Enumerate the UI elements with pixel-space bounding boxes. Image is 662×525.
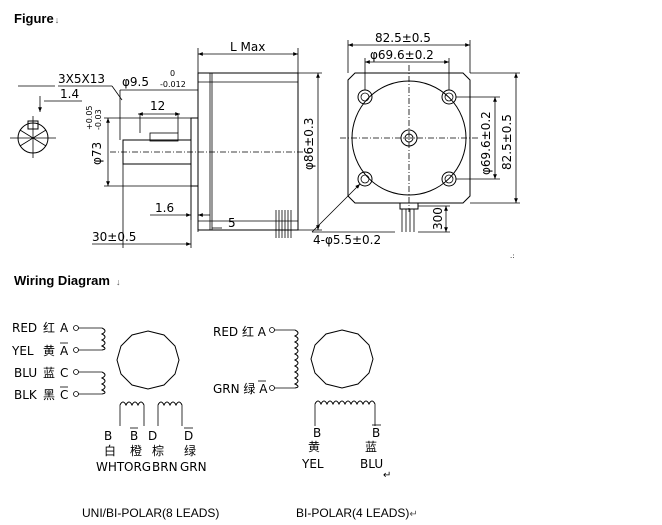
bottom-phase: B — [130, 429, 138, 443]
key — [149, 132, 179, 142]
square-side-label: 82.5±0.5 — [500, 114, 514, 170]
lead-phase: A — [60, 344, 69, 358]
shaft-tol-upper: 0 — [170, 69, 175, 78]
side-view: L Max 3X5X13 φ9.5 0 -0.012 1.4 12 φ73 +0… — [38, 40, 322, 248]
wiring-title: Wiring Diagram ↓ — [14, 273, 120, 288]
bi-lead-label: RED 红 A — [213, 324, 267, 339]
lead-color: RED — [12, 321, 37, 335]
end-mark: ↵ — [383, 470, 391, 481]
lead-color: YEL — [11, 344, 34, 358]
pilot-tol-lower: -0.03 — [94, 109, 103, 130]
caption-bi-text: BI-POLAR(4 LEADS) — [296, 506, 410, 520]
lead-cn: 红 — [43, 320, 55, 335]
bottom-cn: 棕 — [152, 443, 164, 458]
return-mark-icon: ↓ — [54, 15, 60, 25]
bottom-color: BRN — [152, 460, 178, 474]
bottom-cn: 橙 — [130, 443, 142, 458]
corner-mark: .: — [510, 252, 515, 260]
lead-wires — [275, 210, 292, 238]
shaft-tol-lower: -0.012 — [160, 80, 186, 89]
wiring-title-text: Wiring Diagram — [14, 273, 110, 288]
bottom-color: WHT — [96, 460, 125, 474]
lead-phase: C — [60, 366, 68, 380]
figure-title: Figure↓ — [14, 11, 59, 26]
square-top-label: 82.5±0.5 — [375, 31, 431, 45]
flange-thk-label: 1.6 — [155, 201, 174, 215]
shaft-dia-label: φ9.5 — [122, 75, 149, 89]
bottom-cn: 白 — [104, 443, 116, 458]
body-dia-label: φ86±0.3 — [302, 118, 316, 170]
flange-square — [347, 72, 471, 204]
wiring-bi: RED 红 A GRN 绿 A B 黄 YEL B 蓝 BLU ↵ — [213, 324, 391, 481]
lead-cn: 黑 — [43, 388, 55, 402]
bottom-phase: D — [184, 429, 193, 443]
front-view: 82.5±0.5 φ69.6±0.2 φ69.6±0.2 82.5±0.5 4-… — [311, 31, 520, 260]
lead-phase: C — [60, 388, 68, 402]
bi-lead-label: GRN 绿 A — [213, 381, 268, 396]
bottom-cn: 绿 — [184, 443, 196, 458]
key-length-label: 12 — [150, 99, 165, 113]
shaft-len-label: 30±0.5 — [92, 230, 136, 244]
bottom-color: ORG — [124, 460, 151, 474]
bolt-circle-side-label: φ69.6±0.2 — [479, 111, 493, 175]
caption-uni: UNI/BI-POLAR(8 LEADS) — [82, 506, 220, 520]
shaft-key-label: 3X5X13 — [58, 72, 105, 86]
bi-bottom-phase: B — [372, 426, 380, 440]
bottom-phase: B — [104, 429, 112, 443]
flange-len-label: 5 — [228, 216, 236, 230]
bottom-phase: D — [148, 429, 157, 443]
motor-body — [197, 72, 299, 231]
shaft-end-view — [10, 85, 56, 158]
bi-bottom-phase: B — [313, 426, 321, 440]
pilot-tol-upper: +0.05 — [85, 105, 94, 130]
lead-color: BLU — [14, 366, 37, 380]
lead-cn: 黄 — [43, 344, 55, 358]
bi-bottom-cn: 黄 — [308, 440, 320, 454]
caption-bi-mark: ↵ — [409, 509, 418, 520]
figure-title-text: Figure — [14, 11, 54, 26]
lead-phase: A — [60, 321, 69, 335]
lead-len-label: 300 — [431, 207, 445, 230]
bi-bottom-color: YEL — [301, 457, 324, 471]
lead-color: BLK — [14, 388, 38, 402]
rotor-symbol — [310, 329, 374, 389]
bi-bottom-color: BLU — [360, 457, 383, 471]
bolt-circle-top-label: φ69.6±0.2 — [370, 48, 434, 62]
bi-bottom-cn: 蓝 — [365, 440, 377, 454]
caption-bi: BI-POLAR(4 LEADS)↵ — [296, 506, 418, 520]
bottom-color: GRN — [180, 460, 207, 474]
l-max-label: L Max — [230, 40, 265, 54]
return-mark-icon: ↓ — [115, 277, 121, 287]
wiring-uni: RED 红 A YEL 黄 A BLU 蓝 C BLK 黑 C B 白 WHT … — [11, 320, 207, 474]
holes-label: 4-φ5.5±0.2 — [313, 233, 381, 247]
key-depth-label: 1.4 — [60, 87, 79, 101]
rotor-symbol — [116, 330, 180, 390]
pilot-dia-label: φ73 — [90, 142, 104, 165]
lead-cn: 蓝 — [43, 366, 55, 380]
